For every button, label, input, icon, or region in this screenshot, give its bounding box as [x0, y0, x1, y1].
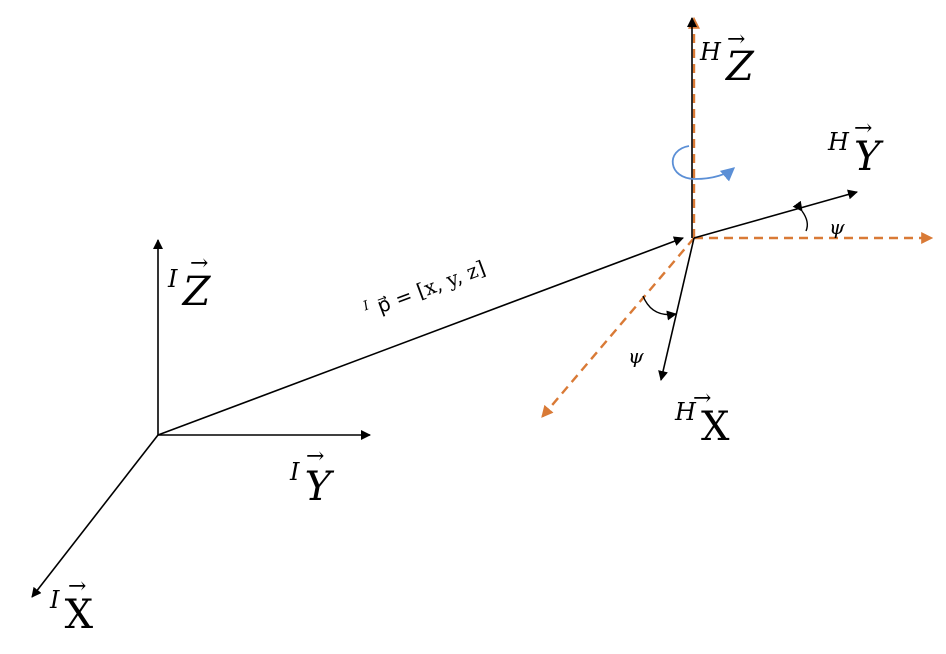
- psi-label-top: ψ: [829, 215, 845, 239]
- heading-y-label: H Y: [827, 128, 884, 180]
- heading-z-arrow: →: [727, 27, 745, 52]
- position-vector-label: I p⃗ = [x, y, z]: [359, 252, 489, 323]
- psi-label-bottom: ψ: [628, 344, 644, 368]
- inertial-x-axis: [31, 434, 159, 598]
- inertial-z-arrow: →: [190, 251, 208, 276]
- heading-x-axis: [658, 237, 695, 381]
- position-vector-arrow: [157, 236, 684, 436]
- heading-x-dashed-axis: [541, 237, 695, 418]
- heading-z-label: H Z: [699, 38, 755, 90]
- inertial-x-arrow: →: [68, 574, 86, 599]
- heading-y-arrow: →: [854, 116, 872, 141]
- rotation-indicator-icon: [671, 145, 736, 182]
- inertial-x-label: I X: [49, 586, 94, 638]
- psi-arc-top: [792, 200, 809, 232]
- inertial-y-arrow: →: [306, 444, 324, 469]
- inertial-z-label: I Z: [167, 265, 212, 315]
- heading-x-arrow: →: [693, 386, 711, 411]
- heading-x-label: H X: [674, 398, 730, 450]
- psi-arc-bottom: [642, 295, 677, 321]
- inertial-y-label: I Y: [289, 458, 335, 510]
- heading-y-axis: [693, 189, 858, 239]
